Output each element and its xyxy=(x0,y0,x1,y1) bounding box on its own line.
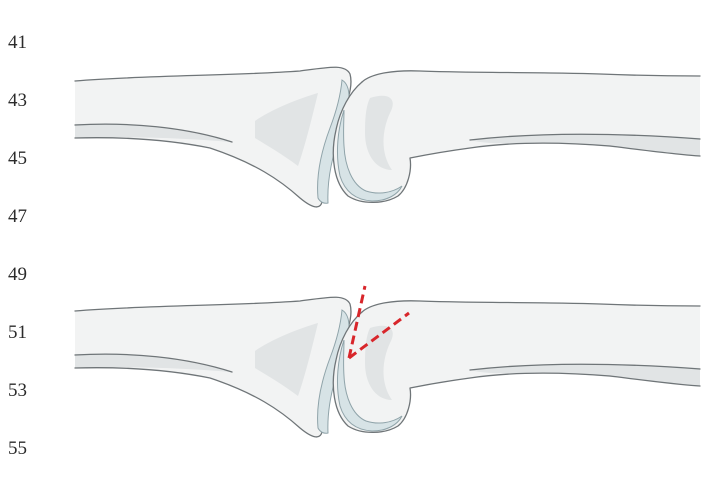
distal-phalanx-bone xyxy=(333,71,700,203)
panel-joint-with-angle-lines xyxy=(75,297,700,437)
proximal-phalanx-bone xyxy=(75,67,351,207)
panel-normal-joint xyxy=(75,67,700,207)
distal-phalanx-bone xyxy=(333,301,700,433)
proximal-phalanx-bone xyxy=(75,297,351,437)
